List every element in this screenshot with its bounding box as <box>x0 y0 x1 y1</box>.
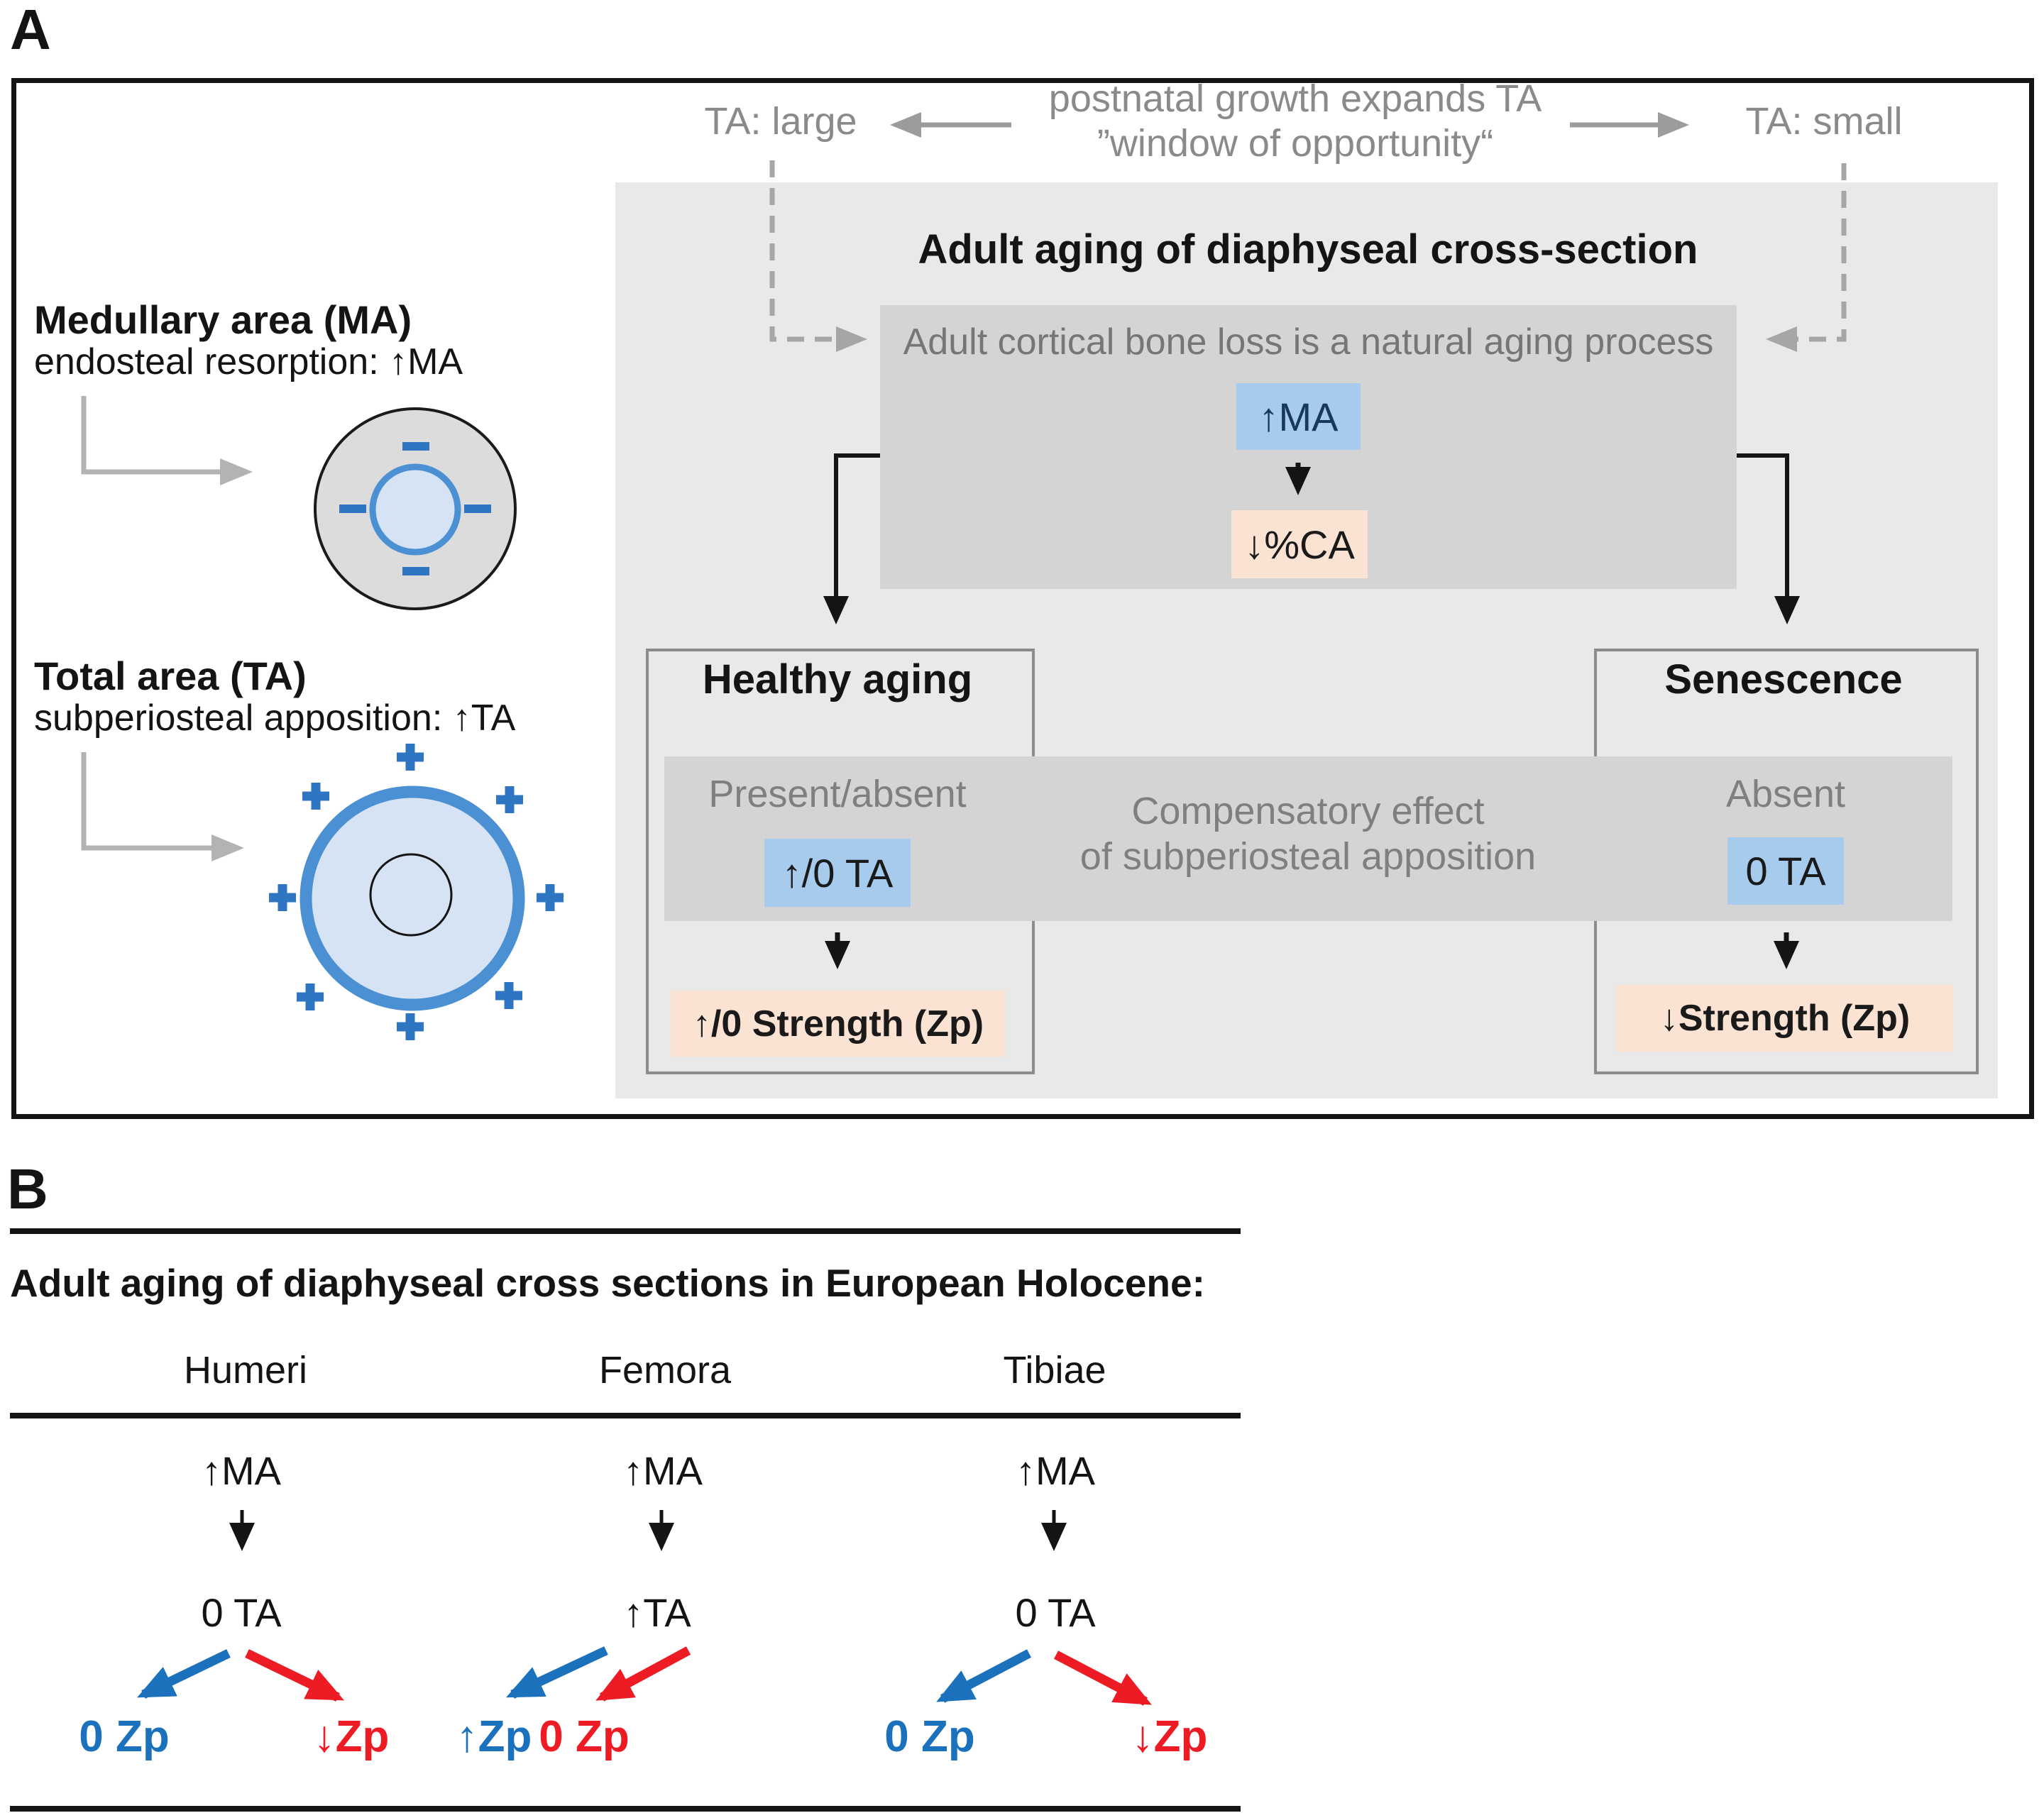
panel-a-label: A <box>10 0 51 61</box>
medullary-area-title: Medullary area (MA) <box>34 297 412 342</box>
compensatory-line2: of subperiosteal apposition <box>1079 834 1537 878</box>
femora-blue-arrow <box>505 1646 608 1699</box>
ta-plus-signs <box>269 744 564 1040</box>
flow-arrows <box>825 463 1799 969</box>
panel-b-top-rule <box>10 1228 1241 1234</box>
senescence-title: Senescence <box>1664 656 1903 702</box>
medullary-area-subtitle: endosteal resorption: ↑MA <box>34 341 463 382</box>
column-header-humeri: Humeri <box>183 1349 308 1392</box>
panel-b-down-arrows <box>229 1510 1067 1551</box>
ma-minus-signs <box>339 442 491 575</box>
panel-b-mid-rule <box>10 1413 1241 1418</box>
column-header-tibiae: Tibiae <box>1003 1349 1106 1392</box>
healthy-strength-chip: ↑/0 Strength (Zp) <box>671 991 1006 1057</box>
ta-inner-circle <box>369 853 453 937</box>
healthy-aging-title: Healthy aging <box>702 656 973 702</box>
growth-annotation: postnatal growth expands TA ”window of o… <box>983 77 1608 165</box>
humeri-ta-node: 0 TA <box>201 1590 282 1635</box>
ta-small-label: TA: small <box>1745 100 1903 143</box>
medullary-cross-section <box>314 407 517 610</box>
femora-ma-node: ↑MA <box>623 1448 703 1493</box>
senescence-band-label: Absent <box>1725 773 1846 815</box>
elbow-to-ta-circle <box>81 752 244 861</box>
growth-annotation-line2: ”window of opportunity“ <box>1097 121 1494 165</box>
elbow-to-ma-circle <box>81 396 253 485</box>
healthy-ta-chip: ↑/0 TA <box>764 839 911 907</box>
total-area-subtitle: subperiosteal apposition: ↑TA <box>34 698 516 739</box>
humeri-ma-node: ↑MA <box>202 1448 281 1493</box>
growth-annotation-line1: postnatal growth expands TA <box>1048 77 1542 120</box>
panel-b-label: B <box>7 1157 48 1220</box>
compensatory-line1: Compensatory effect <box>1131 790 1485 832</box>
panel-b-title: Adult aging of diaphyseal cross sections… <box>10 1261 1205 1305</box>
dashed-connectors <box>769 160 1847 352</box>
tibiae-red-arrow <box>1053 1651 1152 1706</box>
healthy-band-label: Present/absent <box>708 773 967 815</box>
femora-ta-node: ↑TA <box>623 1590 691 1635</box>
humeri-blue-outcome: 0 Zp <box>79 1712 170 1761</box>
dashed-connector-left <box>769 160 867 352</box>
ma-increase-chip: ↑MA <box>1236 383 1361 450</box>
tibiae-blue-arrow <box>936 1649 1032 1703</box>
total-area-cross-section <box>269 744 564 1040</box>
senescence-ta-chip: 0 TA <box>1727 837 1844 905</box>
branch-elbows <box>823 453 1800 624</box>
ca-decrease-chip: ↓%CA <box>1231 510 1368 578</box>
tibiae-ta-node: 0 TA <box>1015 1590 1096 1635</box>
femora-red-outcome: 0 Zp <box>539 1712 630 1761</box>
ta-outer-circle <box>300 786 525 1011</box>
panel-b-bottom-rule <box>10 1806 1241 1812</box>
total-area-title: Total area (TA) <box>34 654 307 698</box>
ma-inner-circle <box>369 463 461 556</box>
cortical-bone-loss-text: Adult cortical bone loss is a natural ag… <box>903 321 1714 363</box>
elbow-to-senescence <box>1737 453 1800 624</box>
panel-a-title: Adult aging of diaphyseal cross-section <box>918 226 1698 272</box>
femora-red-arrow <box>595 1646 691 1702</box>
elbow-to-healthy <box>823 453 880 624</box>
tibiae-red-outcome: ↓Zp <box>1131 1712 1208 1761</box>
column-header-femora: Femora <box>598 1349 732 1392</box>
humeri-blue-arrow <box>136 1649 231 1699</box>
tibiae-blue-outcome: 0 Zp <box>884 1712 975 1761</box>
panel-b-outcome-arrows <box>136 1646 1152 1706</box>
tibiae-ma-node: ↑MA <box>1016 1448 1095 1493</box>
side-elbow-pointers <box>81 396 253 861</box>
humeri-red-outcome: ↓Zp <box>313 1712 390 1761</box>
humeri-red-arrow <box>245 1649 344 1702</box>
femora-blue-outcome: ↑Zp <box>456 1712 532 1761</box>
compensatory-label: Compensatory effect of subperiosteal app… <box>1024 789 1592 879</box>
ta-large-label: TA: large <box>704 100 857 143</box>
senescence-strength-chip: ↓Strength (Zp) <box>1617 985 1953 1052</box>
dashed-connector-right <box>1766 163 1847 352</box>
